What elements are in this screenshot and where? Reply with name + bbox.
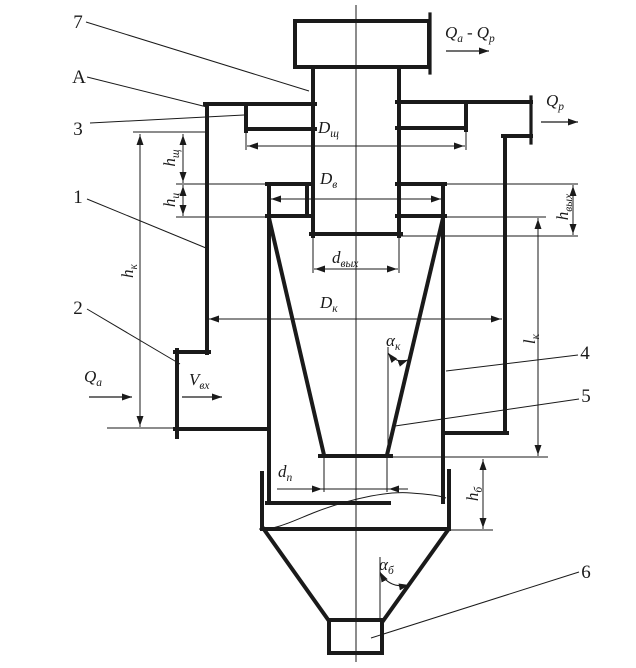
- dim-label-h-cyl: hц: [160, 193, 182, 208]
- flow-label-qa: Qa: [84, 367, 102, 389]
- callout-leaders: [85, 21, 580, 639]
- top-outlet-flange: [293, 19, 431, 69]
- dim-label-d-bottom: dп: [278, 462, 293, 484]
- label-inlet-velocity: Vвх: [189, 370, 210, 392]
- flow-label-qa-minus-qp: Qa-Qp: [445, 23, 495, 45]
- callout-3: 3: [73, 119, 83, 140]
- flow-label-qp: Qp: [546, 91, 564, 113]
- dim-label-d-exit: dвых: [332, 248, 359, 270]
- dim-label-d-slot: Dщ: [317, 118, 339, 140]
- callout-7: 7: [73, 12, 83, 33]
- callout-6: 6: [581, 562, 591, 583]
- cone-right-wall: [384, 215, 446, 458]
- dim-label-alpha-cone: αк: [386, 331, 401, 353]
- bunker-cone-left: [260, 525, 332, 624]
- callout-5: 5: [581, 386, 591, 407]
- cone-left-wall: [266, 215, 327, 458]
- dim-label-h-bunker: hб: [463, 486, 485, 502]
- dim-label-d-inner: Dв: [319, 169, 337, 191]
- flow-arrows: [89, 47, 578, 401]
- callout-2: 2: [73, 298, 83, 319]
- callout-A: A: [72, 67, 86, 88]
- bunker-cone-right: [380, 527, 451, 624]
- dim-label-h-exit: hвых: [553, 193, 575, 220]
- dust-outlet-box: [327, 618, 384, 655]
- callout-1: 1: [73, 187, 83, 208]
- callout-4: 4: [580, 343, 590, 364]
- apparatus-outline: [173, 12, 533, 655]
- dim-label-h-chamber: hк: [118, 263, 140, 278]
- dim-label-h-slot: hщ: [160, 149, 182, 167]
- dim-label-alpha-bunker: αб: [379, 555, 395, 577]
- dim-label-l-cone: lк: [520, 333, 542, 344]
- dim-label-d-chamber: Dк: [319, 293, 338, 315]
- angle-dimension-arcs: [379, 352, 410, 591]
- dimension-lines: [136, 134, 577, 529]
- dust-level-line: [258, 492, 447, 530]
